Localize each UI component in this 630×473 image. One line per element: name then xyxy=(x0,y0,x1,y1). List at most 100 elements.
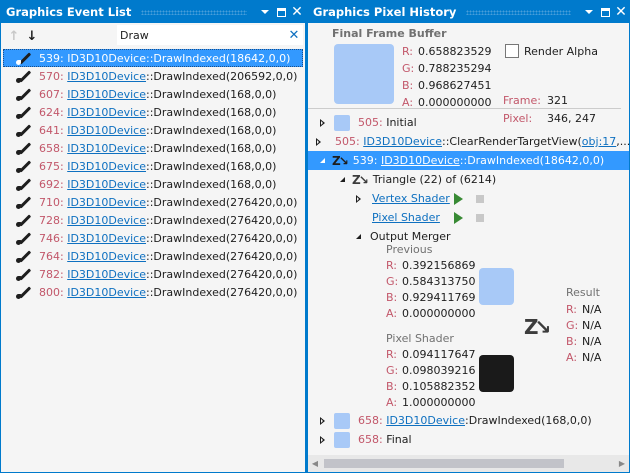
color-swatch xyxy=(334,114,350,131)
panel-title: Graphics Event List xyxy=(6,5,132,19)
tree-row-final[interactable]: 658: Final xyxy=(308,430,412,449)
object-link[interactable]: ID3D10Device xyxy=(67,69,147,83)
event-row[interactable]: 624: ID3D10Device::DrawIndexed(168,0,0) xyxy=(1,103,305,121)
render-alpha-label: Render Alpha xyxy=(524,44,598,58)
stop-icon[interactable] xyxy=(476,194,484,203)
frame-pixel-info: Frame:321 Pixel:346, 247 xyxy=(503,94,596,125)
expand-icon[interactable] xyxy=(316,416,328,425)
search-input[interactable] xyxy=(117,28,285,42)
object-link[interactable]: ID3D10Device xyxy=(380,154,460,167)
depth-test-icon: Z↘ xyxy=(332,153,349,168)
draw-brush-icon xyxy=(15,50,31,66)
close-icon[interactable]: ✕ xyxy=(291,4,303,20)
stop-icon[interactable] xyxy=(476,213,484,222)
tree-row-initial[interactable]: 505: Initial xyxy=(308,113,629,132)
expand-icon[interactable] xyxy=(352,194,364,203)
final-frame-buffer-section: Final Frame Buffer R:0.658823529 G:0.788… xyxy=(308,23,621,125)
tree-row-output-merger[interactable]: Output Merger xyxy=(308,227,629,246)
object-link[interactable]: ID3D10Device xyxy=(67,249,147,263)
object-link[interactable]: ID3D10Device xyxy=(363,135,443,148)
event-row[interactable]: 710: ID3D10Device::DrawIndexed(276420,0,… xyxy=(1,193,305,211)
scroll-thumb[interactable] xyxy=(324,459,564,468)
collapse-icon[interactable] xyxy=(316,158,328,163)
event-row[interactable]: 692: ID3D10Device::DrawIndexed(168,0,0) xyxy=(1,175,305,193)
object-link[interactable]: ID3D10Device xyxy=(67,231,147,245)
tree-row-draw-658[interactable]: 658: ID3D10Device:DrawIndexed(168,0,0) xyxy=(308,411,592,430)
tree-row-triangle[interactable]: Z↘ Triangle (22) of (6214) xyxy=(308,170,629,189)
tree-row-draw-539[interactable]: Z↘ 539: ID3D10Device::DrawIndexed(18642,… xyxy=(308,151,629,170)
expand-icon[interactable] xyxy=(316,435,328,444)
frame-value: 321 xyxy=(547,94,568,107)
previous-arrow-icon[interactable]: ↑ xyxy=(8,28,20,44)
panel-title: Graphics Pixel History xyxy=(313,5,457,19)
drag-grip[interactable] xyxy=(466,9,571,15)
draw-brush-icon xyxy=(15,176,31,192)
object-link[interactable]: ID3D10Device xyxy=(386,414,466,427)
checkbox-box[interactable] xyxy=(505,44,519,58)
event-object: ID3D10Device xyxy=(67,51,147,65)
event-list-titlebar[interactable]: Graphics Event List ✕ xyxy=(1,1,305,23)
event-row[interactable]: 675: ID3D10Device::DrawIndexed(168,0,0) xyxy=(1,157,305,175)
event-row[interactable]: 764: ID3D10Device::DrawIndexed(276420,0,… xyxy=(1,247,305,265)
draw-brush-icon xyxy=(15,248,31,264)
event-row[interactable]: 746: ID3D10Device::DrawIndexed(276420,0,… xyxy=(1,229,305,247)
clear-search-icon[interactable]: ✕ xyxy=(288,27,300,43)
close-icon[interactable]: ✕ xyxy=(615,4,627,20)
render-alpha-checkbox[interactable]: Render Alpha xyxy=(505,44,598,58)
object-link[interactable]: ID3D10Device xyxy=(67,213,147,227)
event-row[interactable]: 570: ID3D10Device::DrawIndexed(206592,0,… xyxy=(1,67,305,85)
drag-grip[interactable] xyxy=(141,9,247,15)
object-link[interactable]: ID3D10Device xyxy=(67,87,147,101)
draw-brush-icon xyxy=(15,230,31,246)
play-icon[interactable] xyxy=(454,192,463,205)
next-arrow-icon[interactable]: ↓ xyxy=(26,28,38,44)
event-row[interactable]: 658: ID3D10Device::DrawIndexed(168,0,0) xyxy=(1,139,305,157)
expand-icon[interactable] xyxy=(316,118,328,127)
vertex-shader-link[interactable]: Vertex Shader xyxy=(372,192,450,205)
event-row[interactable]: 641: ID3D10Device::DrawIndexed(168,0,0) xyxy=(1,121,305,139)
collapse-icon[interactable] xyxy=(336,177,348,182)
object-link[interactable]: ID3D10Device xyxy=(67,267,147,281)
tree-row-clear[interactable]: 505: ID3D10Device::ClearRenderTargetView… xyxy=(308,132,630,151)
draw-brush-icon xyxy=(15,158,31,174)
obj-link[interactable]: obj:17 xyxy=(581,135,617,148)
maximize-icon[interactable] xyxy=(597,4,613,20)
horizontal-scrollbar[interactable]: ◀ ▶ xyxy=(308,455,629,472)
depth-test-icon: Z↘ xyxy=(524,315,551,339)
previous-color-swatch xyxy=(479,268,514,305)
play-icon[interactable] xyxy=(454,211,463,224)
tree-row-pixel-shader[interactable]: Pixel Shader xyxy=(308,208,629,227)
result-label: Result xyxy=(566,286,600,299)
event-list-toolbar: ↑ ↓ xyxy=(1,23,305,49)
scroll-right-icon[interactable]: ▶ xyxy=(618,459,626,468)
object-link[interactable]: ID3D10Device xyxy=(67,105,147,119)
tree-row-vertex-shader[interactable]: Vertex Shader xyxy=(308,189,629,208)
expand-icon[interactable] xyxy=(316,137,321,146)
maximize-icon[interactable] xyxy=(273,4,289,20)
dropdown-icon[interactable] xyxy=(581,4,597,20)
object-link[interactable]: ID3D10Device xyxy=(67,159,147,173)
dropdown-icon[interactable] xyxy=(257,4,273,20)
pixel-shader-color-swatch xyxy=(479,355,514,392)
draw-brush-icon xyxy=(15,212,31,228)
event-list: 539: ID3D10Device::DrawIndexed(18642,0,0… xyxy=(1,49,305,301)
pixel-shader-link[interactable]: Pixel Shader xyxy=(372,211,440,224)
graphics-pixel-history-panel: Graphics Pixel History ✕ Final Frame Buf… xyxy=(306,0,630,473)
object-link[interactable]: ID3D10Device xyxy=(67,285,147,299)
event-row[interactable]: 800: ID3D10Device::DrawIndexed(276420,0,… xyxy=(1,283,305,301)
event-row[interactable]: 728: ID3D10Device::DrawIndexed(276420,0,… xyxy=(1,211,305,229)
scroll-left-icon[interactable]: ◀ xyxy=(311,459,319,468)
object-link[interactable]: ID3D10Device xyxy=(67,123,147,137)
result-rgba-values: R:N/A G:N/A B:N/A A:N/A xyxy=(566,303,602,364)
draw-brush-icon xyxy=(15,122,31,138)
pixel-history-titlebar[interactable]: Graphics Pixel History ✕ xyxy=(308,1,629,23)
object-link[interactable]: ID3D10Device xyxy=(67,177,147,191)
object-link[interactable]: ID3D10Device xyxy=(67,141,147,155)
collapse-icon[interactable] xyxy=(352,234,364,239)
object-link[interactable]: ID3D10Device xyxy=(67,195,147,209)
previous-label: Previous xyxy=(386,243,433,256)
event-row[interactable]: 607: ID3D10Device::DrawIndexed(168,0,0) xyxy=(1,85,305,103)
event-row[interactable]: 539: ID3D10Device::DrawIndexed(18642,0,0… xyxy=(3,49,303,67)
pixel-shader-output-label: Pixel Shader xyxy=(386,332,454,345)
event-row[interactable]: 782: ID3D10Device::DrawIndexed(276420,0,… xyxy=(1,265,305,283)
